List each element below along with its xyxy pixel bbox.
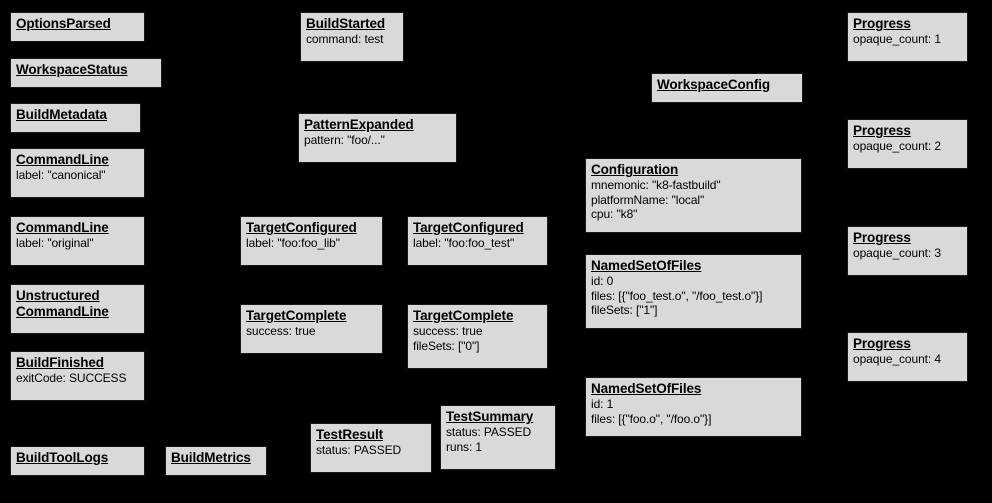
node-fields: opaque_count: 1 (853, 32, 941, 46)
node-title: WorkspaceConfig (657, 77, 771, 92)
node-title: Unstructured CommandLine (16, 288, 109, 319)
node-fields: opaque_count: 4 (853, 352, 941, 366)
node-title: BuildMetadata (16, 107, 107, 122)
node-workspace-config[interactable]: WorkspaceConfig (651, 73, 803, 103)
node-fields: pattern: "foo/..." (304, 133, 385, 147)
node-workspace-status[interactable]: WorkspaceStatus (10, 58, 162, 88)
node-fields: success: true fileSets: ["0"] (413, 324, 483, 353)
node-options-parsed[interactable]: OptionsParsed (10, 12, 145, 42)
node-title: TestSummary (446, 409, 534, 424)
node-fields: status: PASSED runs: 1 (446, 425, 532, 454)
node-title: NamedSetOfFiles (591, 381, 702, 396)
node-fields: opaque_count: 3 (853, 246, 941, 260)
node-title: TargetComplete (246, 308, 347, 323)
node-title: OptionsParsed (16, 16, 111, 31)
node-title: CommandLine (16, 220, 109, 235)
node-fields: label: "original" (16, 236, 94, 250)
node-title: PatternExpanded (304, 117, 414, 132)
node-title: TargetConfigured (246, 220, 357, 235)
node-title: TargetComplete (413, 308, 514, 323)
node-fields: label: "canonical" (16, 168, 106, 182)
node-title: Progress (853, 230, 911, 245)
node-title: WorkspaceStatus (16, 62, 128, 77)
node-fields: label: "foo:foo_lib" (246, 236, 340, 250)
node-fields: success: true (246, 324, 316, 338)
node-title: NamedSetOfFiles (591, 258, 702, 273)
node-fields: status: PASSED (316, 443, 402, 457)
node-title: Progress (853, 123, 911, 138)
node-fields: id: 0 files: [{"foo_test.o", "/foo_test.… (591, 274, 763, 317)
node-build-tool-logs[interactable]: BuildToolLogs (10, 446, 145, 476)
node-unstructured-command-line[interactable]: Unstructured CommandLine (10, 284, 145, 334)
node-title: TargetConfigured (413, 220, 524, 235)
node-title: Configuration (591, 162, 679, 177)
node-build-metrics[interactable]: BuildMetrics (165, 446, 267, 476)
node-fields: opaque_count: 2 (853, 139, 941, 153)
node-title: BuildToolLogs (16, 450, 109, 465)
node-fields: label: "foo:foo_test" (413, 236, 515, 250)
node-fields: command: test (306, 32, 384, 46)
node-build-metadata[interactable]: BuildMetadata (10, 103, 141, 133)
node-title: BuildMetrics (171, 450, 251, 465)
node-title: Progress (853, 336, 911, 351)
node-fields: id: 1 files: [{"foo.o", "/foo.o"}] (591, 397, 712, 426)
node-title: BuildFinished (16, 355, 104, 370)
node-title: CommandLine (16, 152, 109, 167)
node-fields: mnemonic: "k8-fastbuild" platformName: "… (591, 178, 721, 221)
node-fields: exitCode: SUCCESS (16, 371, 127, 385)
node-title: BuildStarted (306, 16, 386, 31)
node-title: TestResult (316, 427, 384, 442)
node-title: Progress (853, 16, 911, 31)
